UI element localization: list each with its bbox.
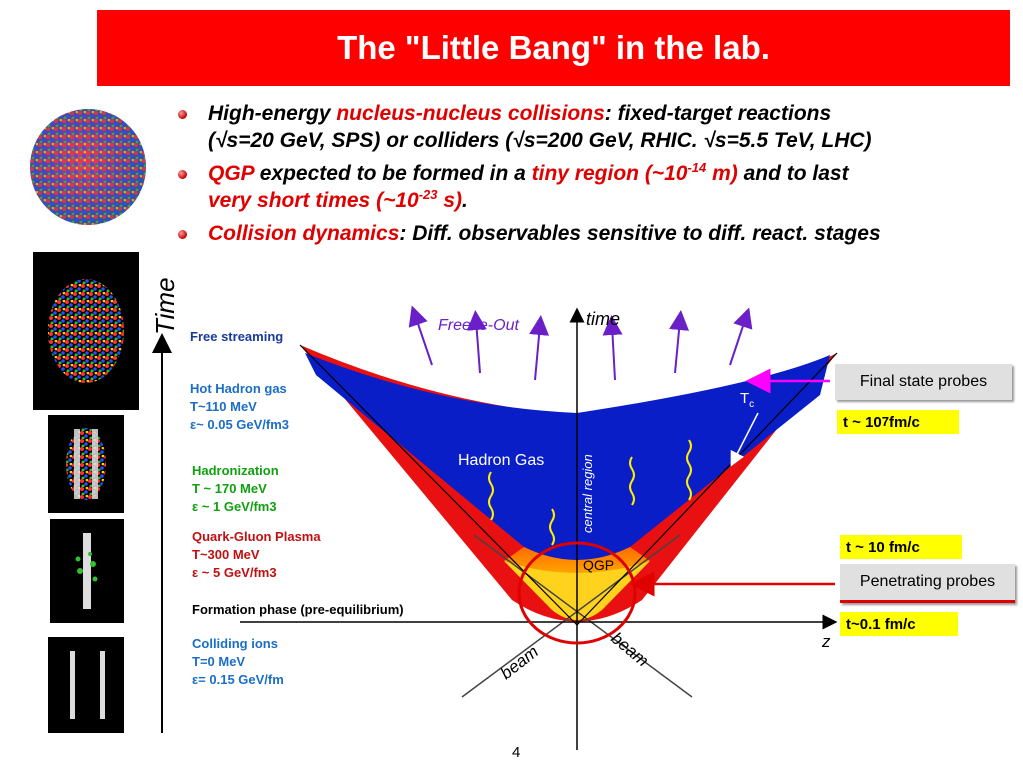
b2-t7: very short times (~10: [208, 189, 419, 212]
final-state-probes-box: Final state probes: [835, 364, 1012, 400]
b2-t2: expected to be formed in a: [253, 162, 532, 185]
svg-text:ε~ 0.05 GeV/fm3: ε~ 0.05 GeV/fm3: [190, 417, 289, 432]
stage-colliding-ions: Colliding ions: [192, 636, 278, 651]
time-axis-label: Time: [150, 277, 180, 335]
stage-hot-hadron-gas: Hot Hadron gas: [190, 381, 287, 396]
bullet-3: Collision dynamics: Diff. observables se…: [178, 220, 1023, 247]
stage-free-streaming: Free streaming: [190, 329, 283, 344]
time-label: time: [586, 309, 620, 329]
spacetime-diagram: Time Free streaming Hot Hadron gas T~110…: [150, 277, 838, 750]
tc-label: Tc: [740, 390, 754, 410]
b3-t1: Collision dynamics: [208, 222, 400, 245]
central-region-label: central region: [580, 454, 595, 533]
beam-right-label: beam: [607, 629, 652, 671]
bullet-dot-icon: [178, 230, 187, 239]
svg-text:ε ~ 1 GeV/fm3: ε ~ 1 GeV/fm3: [192, 499, 277, 514]
z-axis-label: z: [821, 632, 831, 651]
hadron-gas-region: [305, 353, 830, 560]
b1-t2: nucleus-nucleus collisions: [336, 102, 605, 125]
b2-t5: m): [706, 162, 738, 185]
bullet-1: High-energy nucleus-nucleus collisions: …: [178, 100, 1023, 154]
collision-stage-2-image: [48, 415, 124, 513]
b1-t1: High-energy: [208, 102, 337, 125]
qgp-label: QGP: [583, 557, 614, 573]
b1-t4: (√s=20 GeV, SPS) or colliders (√s=200 Ge…: [208, 129, 872, 152]
b3-t2: : Diff. observables sensitive to diff. r…: [399, 222, 881, 245]
svg-text:ε ~ 5 GeV/fm3: ε ~ 5 GeV/fm3: [192, 565, 277, 580]
svg-text:ε= 0.15 GeV/fm: ε= 0.15 GeV/fm: [192, 672, 284, 687]
time-early-badge: t~0.1 fm/c: [840, 612, 958, 636]
freeze-out-label: Freeze-Out: [438, 317, 519, 334]
slide-title: The "Little Bang" in the lab.: [97, 10, 1010, 86]
b2-t1: QGP: [208, 162, 254, 185]
stage-hadronization: Hadronization: [192, 463, 279, 478]
b2-t8: -23: [418, 187, 438, 202]
b2-t6: and to last: [737, 162, 849, 185]
stage-qgp: Quark-Gluon Plasma: [192, 529, 321, 544]
bullet-2: QGP expected to be formed in a tiny regi…: [178, 160, 1023, 214]
svg-text:T=0 MeV: T=0 MeV: [192, 654, 245, 669]
penetrating-probes-box: Penetrating probes: [840, 564, 1015, 603]
page-number: 4: [512, 744, 521, 761]
b2-t4: -14: [687, 160, 707, 175]
collision-stage-4-image: [48, 637, 124, 733]
svg-text:T~110 MeV: T~110 MeV: [190, 399, 257, 414]
collision-stage-1-image: [33, 252, 139, 410]
time-mid-badge: t ~ 10 fm/c: [840, 535, 962, 559]
beam-left-label: beam: [497, 642, 542, 683]
hadron-gas-label: Hadron Gas: [458, 452, 544, 469]
stage-formation: Formation phase (pre-equilibrium): [192, 602, 404, 617]
b2-t10: .: [462, 189, 468, 212]
b1-t3: : fixed-target reactions: [604, 102, 832, 125]
bullet-list: High-energy nucleus-nucleus collisions: …: [178, 100, 1023, 247]
nucleus-sphere-image: [30, 109, 146, 225]
collision-stage-3-image: [50, 519, 124, 623]
bullet-dot-icon: [178, 170, 187, 179]
svg-text:T~300 MeV: T~300 MeV: [192, 547, 260, 562]
svg-text:T ~ 170 MeV: T ~ 170 MeV: [192, 481, 267, 496]
bullet-dot-icon: [178, 110, 187, 119]
b2-t3: tiny region (~10: [531, 162, 688, 185]
b2-t9: s): [437, 189, 462, 212]
